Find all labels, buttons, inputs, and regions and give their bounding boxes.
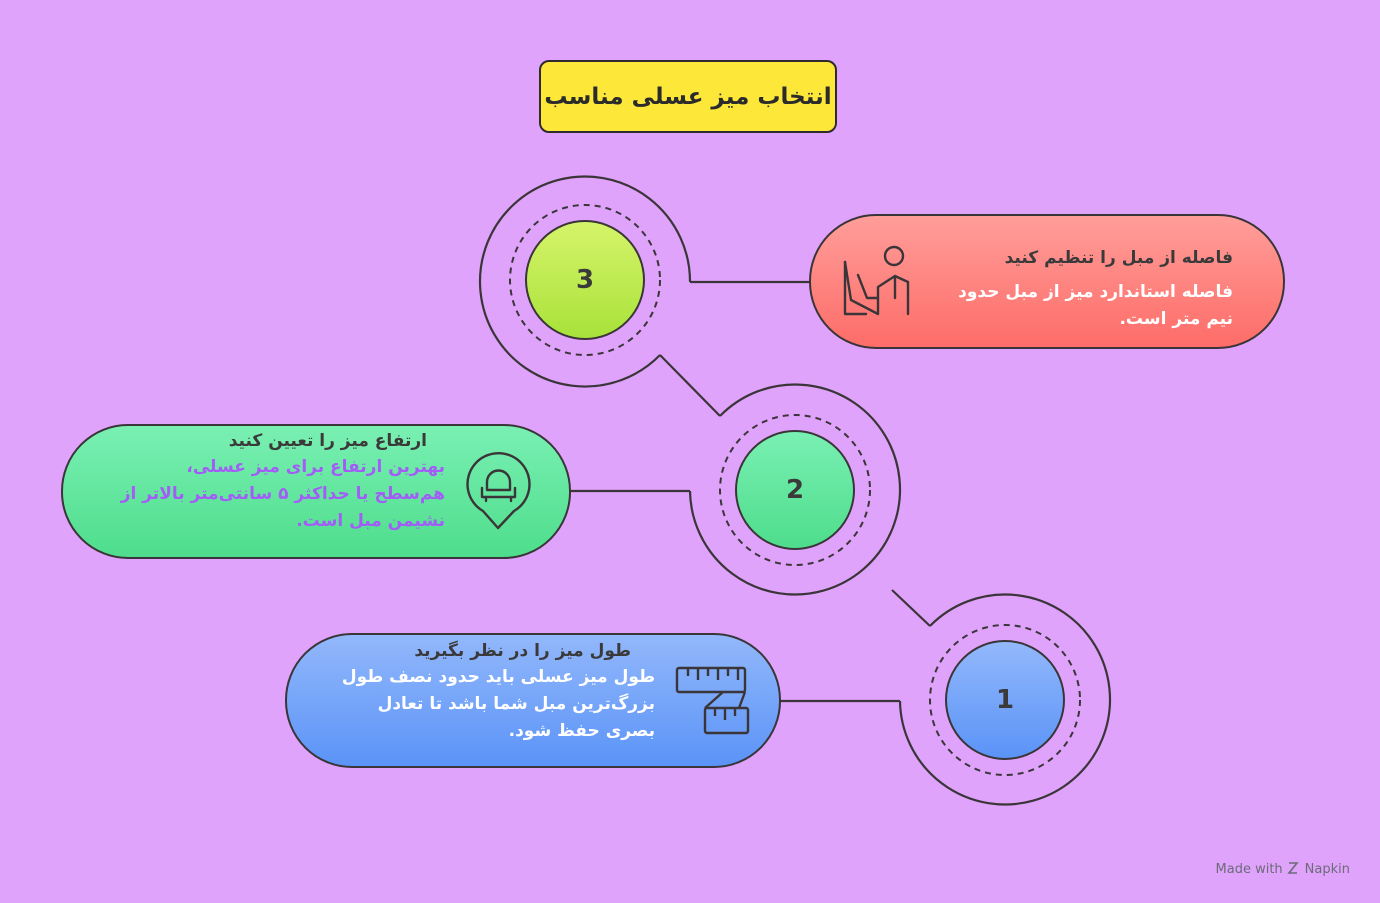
step3-body: فاصله استاندارد میز از مبل حدود نیم متر … [958, 282, 1233, 329]
step3-card [809, 214, 1285, 349]
footer: Made with Napkin [1216, 862, 1350, 877]
step2-dashed-ring [719, 414, 871, 566]
step3-outer-arc [478, 175, 692, 388]
step1-body: طول میز عسلی باید حدود نصف طول بزرگ‌ترین… [341, 667, 655, 741]
footer-made-with: Made with [1215, 862, 1283, 877]
step1-outer-arc [898, 593, 1112, 806]
step3-dashed-ring [509, 204, 661, 356]
step-number-2: 2 [785, 475, 805, 505]
step-number-1: 1 [995, 685, 1015, 715]
step1-text: طول میز را در نظر بگیرید طول میز عسلی با… [340, 640, 655, 745]
step2-body: بهترین ارتفاع برای میز عسلی، هم‌سطح یا ح… [120, 457, 445, 531]
napkin-logo-icon [1287, 862, 1299, 874]
step2-heading: ارتفاع میز را تعیین کنید [228, 431, 427, 451]
ruler-icon [675, 666, 750, 735]
step2-text: ارتفاع میز را تعیین کنید بهترین ارتفاع ب… [110, 430, 445, 535]
connector-2-to-1 [891, 589, 931, 627]
step1-disc [945, 640, 1065, 760]
step-number-3: 3 [575, 265, 595, 295]
page-title: انتخاب میز عسلی مناسب [539, 60, 837, 133]
step3-disc [525, 220, 645, 340]
step1-dashed-ring [929, 624, 1081, 776]
step3-text: فاصله از مبل را تنظیم کنید فاصله استاندا… [928, 247, 1233, 333]
step1-card [285, 633, 781, 768]
step2-outer-arc [688, 383, 902, 596]
step1-heading: طول میز را در نظر بگیرید [414, 641, 631, 661]
step3-heading: فاصله از مبل را تنظیم کنید [1004, 248, 1233, 268]
footer-brand[interactable]: Napkin [1304, 862, 1350, 877]
connector-3-to-2 [659, 354, 721, 417]
step2-card [61, 424, 571, 559]
person-sitting-icon [843, 245, 910, 316]
armchair-pin-icon [466, 452, 531, 530]
step2-disc [735, 430, 855, 550]
